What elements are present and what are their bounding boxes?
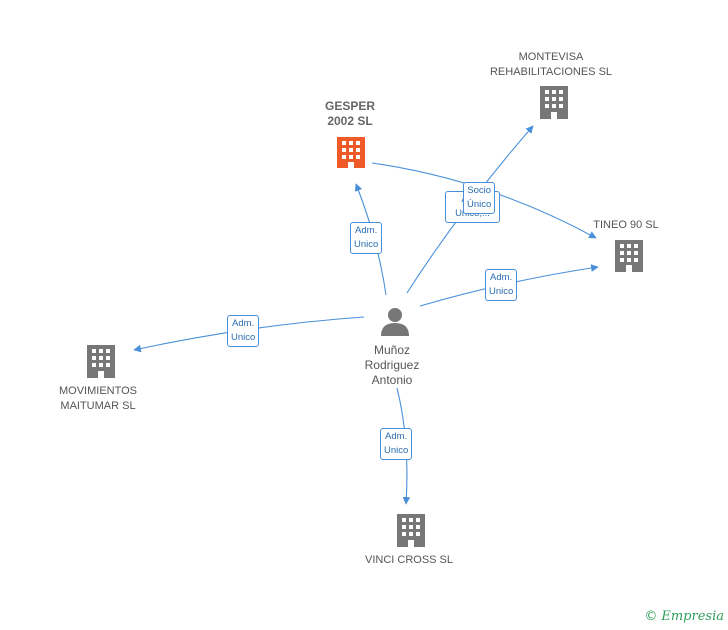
edge-label-to-tineo[interactable]: Adm. Unico — [485, 269, 518, 301]
node-label-line: REHABILITACIONES SL — [489, 66, 613, 78]
node-label-line: VINCI CROSS SL — [364, 554, 454, 566]
edge-label-line: Unico — [489, 286, 514, 297]
node-label-line: Rodriguez — [364, 358, 420, 372]
edge-label-line: Adm. — [490, 272, 513, 283]
node-label-vinci[interactable]: VINCI CROSS SL — [358, 553, 460, 568]
footer-brand[interactable]: ©Empresia — [644, 609, 724, 624]
copyright-icon: © — [644, 609, 658, 624]
edge-label-line: Unico — [384, 445, 409, 456]
edge-label-to-montevisa-front[interactable]: Socio Único — [463, 182, 496, 214]
building-icon-movimientos[interactable] — [87, 345, 115, 378]
node-label-line: 2002 SL — [327, 114, 373, 128]
building-icon-gesper[interactable] — [337, 137, 365, 168]
node-label-line: Muñoz — [373, 343, 411, 357]
node-label-person[interactable]: Muñoz Rodriguez Antonio — [352, 343, 432, 388]
node-label-line: GESPER — [324, 99, 375, 113]
edge-label-line: Adm. — [385, 431, 408, 442]
edge-label-line: Unico — [231, 332, 256, 343]
edge-label-line: Único — [467, 199, 492, 210]
edge-label-to-gesper[interactable]: Adm. Unico — [350, 222, 383, 254]
node-label-line: TINEO 90 SL — [593, 219, 659, 231]
building-icon-vinci[interactable] — [397, 514, 425, 547]
building-icon-montevisa[interactable] — [540, 86, 568, 119]
node-label-line: MAITUMAR SL — [60, 400, 136, 412]
edge-label-to-movimientos[interactable]: Adm. Unico — [227, 315, 260, 347]
person-icon[interactable] — [381, 308, 409, 336]
node-label-movimientos[interactable]: MOVIMIENTOS MAITUMAR SL — [52, 384, 144, 414]
node-label-line: Antonio — [371, 373, 413, 387]
edge-label-line: Adm. — [355, 225, 378, 236]
brand-name: Empresia — [661, 609, 724, 624]
edge-label-line: Adm. — [232, 318, 255, 329]
node-label-gesper[interactable]: GESPER 2002 SL — [318, 99, 382, 129]
node-label-montevisa[interactable]: MONTEVISA REHABILITACIONES SL — [480, 50, 622, 80]
node-label-line: MONTEVISA — [518, 51, 584, 63]
edge-label-to-vinci[interactable]: Adm. Unico — [380, 428, 413, 460]
node-label-tineo[interactable]: TINEO 90 SL — [588, 218, 664, 233]
edge-label-line: Socio — [467, 185, 492, 196]
building-icon-tineo[interactable] — [615, 240, 643, 272]
node-label-line: MOVIMIENTOS — [58, 385, 138, 397]
edge-label-line: Unico — [354, 239, 379, 250]
